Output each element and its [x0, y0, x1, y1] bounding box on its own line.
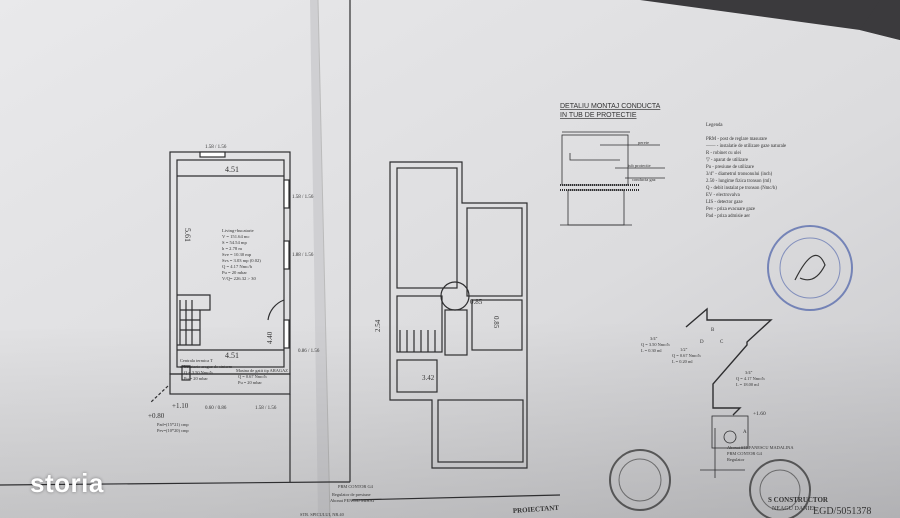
svg-text:S CONSTRUCTOR: S CONSTRUCTOR: [768, 496, 829, 504]
svg-text:L = 0.30 ml: L = 0.30 ml: [641, 348, 662, 353]
svg-text:Q - debit instalat pe tronson: Q - debit instalat pe tronson (Nmc/h): [706, 186, 777, 191]
svg-text:—— - instalatie de utilizare g: —— - instalatie de utilizare gaze natura…: [705, 144, 786, 149]
isometric-diagram: B D C A 3/4" Q = 3.50 Nmc/h L = 0.30 ml …: [641, 307, 794, 478]
svg-text:perete: perete: [638, 140, 649, 145]
svg-text:1.58 / 1.56: 1.58 / 1.56: [255, 406, 277, 411]
svg-text:S = 54.54 mp: S = 54.54 mp: [222, 240, 247, 245]
svg-text:L = 0.20 ml: L = 0.20 ml: [672, 359, 693, 364]
middle-floor-plan: [389, 161, 528, 469]
svg-text:Abonat PENCIU MIHAI: Abonat PENCIU MIHAI: [330, 498, 375, 503]
stamp-bottom-left: [609, 449, 671, 511]
svg-text:V = 151.64 mc: V = 151.64 mc: [222, 234, 250, 239]
svg-text:Pev - priza evacuare gaze: Pev - priza evacuare gaze: [706, 207, 755, 212]
svg-text:Q = 3.50 Nmc/h: Q = 3.50 Nmc/h: [641, 342, 670, 347]
svg-text:1.58 / 1.56: 1.58 / 1.56: [292, 195, 314, 200]
svg-text:Svs = 3.03 mp (0.02): Svs = 3.03 mp (0.02): [222, 258, 261, 263]
svg-text:Regulator: Regulator: [727, 457, 745, 462]
svg-text:Pad=(15*21) cmp: Pad=(15*21) cmp: [157, 422, 189, 427]
storia-watermark-logo: storia: [30, 468, 104, 498]
svg-text:IN TUB DE PROTECTIE: IN TUB DE PROTECTIE: [560, 112, 637, 119]
svg-text:+1.10: +1.10: [172, 402, 189, 410]
svg-text:DETALIU MONTAJ CONDUCTA: DETALIU MONTAJ CONDUCTA: [560, 103, 661, 110]
svg-text:0.85: 0.85: [470, 298, 483, 306]
svg-text:Centrala termica T: Centrala termica T: [180, 358, 213, 363]
svg-text:B: B: [711, 328, 715, 333]
svg-text:1.88 / 1.56: 1.88 / 1.56: [292, 253, 314, 258]
svg-text:Pev=(10*20) cmp: Pev=(10*20) cmp: [157, 428, 189, 433]
svg-text:Living+bucatarie: Living+bucatarie: [222, 228, 254, 233]
svg-text:Pu = 20 mbar: Pu = 20 mbar: [222, 270, 247, 275]
svg-text:h = 2.78 m: h = 2.78 m: [222, 246, 242, 251]
svg-text:L = 18.00 ml: L = 18.00 ml: [736, 382, 760, 387]
svg-text:0.86 / 1.56: 0.86 / 1.56: [298, 349, 320, 354]
svg-text:Q = 4.17 Nmc/h: Q = 4.17 Nmc/h: [736, 376, 765, 381]
svg-text:▽ - aparat de utilizare: ▽ - aparat de utilizare: [706, 157, 748, 163]
svg-text:STR. SPICULUI, NR.40: STR. SPICULUI, NR.40: [300, 512, 345, 518]
svg-text:Q = 0.67 Nmc/h: Q = 0.67 Nmc/h: [672, 353, 701, 358]
svg-text:4.51: 4.51: [225, 165, 239, 174]
svg-text:PRM - post de reglare masurare: PRM - post de reglare masurare: [706, 137, 767, 142]
svg-text:2.50 - lungime fizica tronson: 2.50 - lungime fizica tronson (ml): [706, 179, 771, 184]
svg-text:2.54: 2.54: [374, 319, 382, 332]
left-plan-dimensions: 1.58 / 1.56 4.51 5.61 1.58 / 1.56 1.88 /…: [183, 145, 320, 411]
svg-text:PRM CONTOR G4: PRM CONTOR G4: [727, 451, 763, 456]
svg-text:Pad - priza admisie aer: Pad - priza admisie aer: [706, 214, 750, 219]
room-data: Living+bucatarie V = 151.64 mc S = 54.54…: [222, 228, 261, 281]
svg-text:0.85: 0.85: [492, 316, 500, 329]
svg-text:R - robinet cu ulei: R - robinet cu ulei: [706, 151, 742, 156]
pipe-detail: DETALIU MONTAJ CONDUCTA IN TUB DE PROTEC…: [560, 103, 665, 226]
title-block: PROIECTANT S CONSTRUCTOR NEAGU DANIEL EG…: [513, 496, 872, 517]
svg-text:+1.60: +1.60: [753, 411, 766, 417]
svg-text:PRM CONTOR G4: PRM CONTOR G4: [338, 484, 374, 489]
svg-text:+0.80: +0.80: [148, 412, 165, 420]
left-floor-plan: [0, 0, 561, 501]
svg-text:Pu = 20 mbar: Pu = 20 mbar: [238, 380, 262, 385]
svg-text:Pu - presiune de utilizare: Pu - presiune de utilizare: [706, 165, 754, 170]
svg-text:4.40: 4.40: [266, 331, 274, 344]
svg-text:Masina de gatit tip ARAGAZ: Masina de gatit tip ARAGAZ: [236, 368, 288, 373]
svg-text:A: A: [743, 430, 747, 435]
svg-text:4.51: 4.51: [225, 351, 239, 360]
appliance-data: Centrala termica T si bucatarie aragaz d…: [148, 358, 375, 518]
svg-text:3/4": 3/4": [745, 370, 753, 375]
svg-text:3/4" - diametrul tronsonului (: 3/4" - diametrul tronsonului (inch): [706, 172, 773, 177]
svg-text:PROIECTANT: PROIECTANT: [513, 504, 560, 515]
svg-text:D: D: [700, 340, 704, 345]
svg-text:Pu = 20 mbar: Pu = 20 mbar: [184, 376, 208, 381]
svg-text:5.61: 5.61: [183, 228, 192, 242]
svg-text:Q = 0.67 Nmc/h: Q = 0.67 Nmc/h: [238, 374, 267, 379]
svg-text:EV - electrovalva: EV - electrovalva: [706, 193, 741, 198]
svg-text:NEAGU DANIEL: NEAGU DANIEL: [772, 506, 817, 512]
legend: Legenda PRM - post de reglare masurare —…: [705, 123, 786, 219]
svg-text:Q = 4.17 Nmc/h: Q = 4.17 Nmc/h: [222, 264, 253, 269]
svg-text:Sve = 10.30 mp: Sve = 10.30 mp: [222, 252, 252, 257]
svg-text:3.42: 3.42: [422, 374, 435, 382]
middle-plan-dimensions: 0.85 0.85 2.54 3.42: [374, 298, 500, 382]
svg-text:tub protectie: tub protectie: [628, 163, 651, 168]
svg-text:si bucatarie aragaz de sinterm: si bucatarie aragaz de sinterm: [180, 364, 233, 369]
svg-text:Regulator de presiune: Regulator de presiune: [332, 492, 371, 497]
svg-text:1.58 / 1.56: 1.58 / 1.56: [205, 145, 227, 150]
svg-text:3/4": 3/4": [650, 336, 658, 341]
stamp-bottom-right: [749, 459, 811, 518]
svg-text:Legenda: Legenda: [706, 123, 723, 128]
svg-text:V/Q= 226.32 > 30: V/Q= 226.32 > 30: [222, 276, 256, 281]
authorization-number: EGD/5051378: [813, 506, 871, 517]
svg-text:Abonat STEFANESCU MADALINA: Abonat STEFANESCU MADALINA: [727, 445, 794, 450]
svg-text:C: C: [720, 340, 724, 345]
stamp-top-right: [767, 225, 853, 311]
svg-text:conducta gaz: conducta gaz: [632, 177, 656, 182]
svg-text:1/2": 1/2": [680, 347, 688, 352]
svg-text:Q = 3.50 Nmc/h: Q = 3.50 Nmc/h: [184, 370, 213, 375]
svg-text:LIS - detector gaze: LIS - detector gaze: [706, 200, 743, 205]
svg-text:0.60 / 0.86: 0.60 / 0.86: [205, 406, 227, 411]
